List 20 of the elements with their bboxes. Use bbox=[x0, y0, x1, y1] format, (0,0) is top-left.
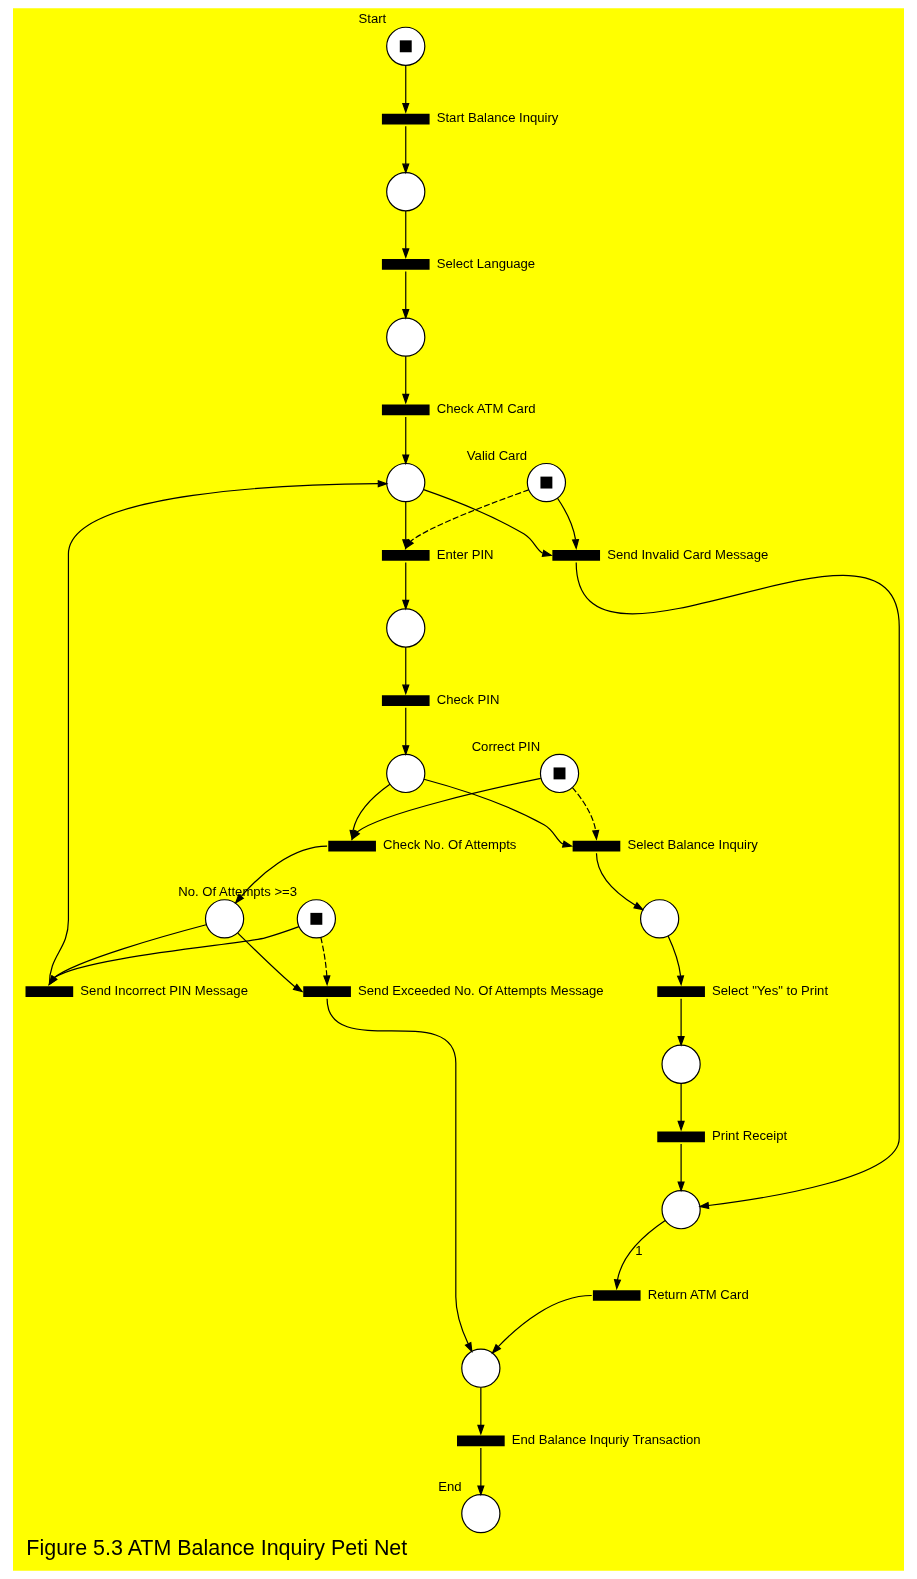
node-label: Send Invalid Card Message bbox=[607, 546, 769, 562]
node-label: Enter PIN bbox=[436, 546, 494, 562]
node-label: Start bbox=[358, 11, 387, 27]
node-label: Check PIN bbox=[436, 692, 500, 708]
node-label: Select Language bbox=[436, 255, 536, 271]
node-label: Print Receipt bbox=[712, 1128, 788, 1144]
node-label: End Balance Inquriy Transaction bbox=[511, 1432, 701, 1448]
diagram-title: Figure 5.3 ATM Balance Inquiry Peti Net bbox=[26, 1535, 408, 1560]
edge-label: 1 bbox=[635, 1242, 643, 1258]
node-label: Return ATM Card bbox=[647, 1286, 749, 1302]
node-label: Check No. Of Attempts bbox=[383, 837, 517, 853]
node-label: Valid Card bbox=[466, 447, 528, 463]
node-label: Start Balance Inquiry bbox=[436, 110, 559, 126]
node-label: End bbox=[438, 1478, 462, 1494]
node-label: Send Incorrect PIN Message bbox=[80, 982, 248, 998]
node-label: Send Exceeded No. Of Attempts Message bbox=[358, 982, 604, 998]
node-label: Correct PIN bbox=[471, 738, 541, 754]
node-label: Check ATM Card bbox=[436, 401, 536, 417]
node-label: Select Balance Inquiry bbox=[627, 837, 758, 853]
node-label: Select "Yes" to Print bbox=[712, 982, 829, 998]
